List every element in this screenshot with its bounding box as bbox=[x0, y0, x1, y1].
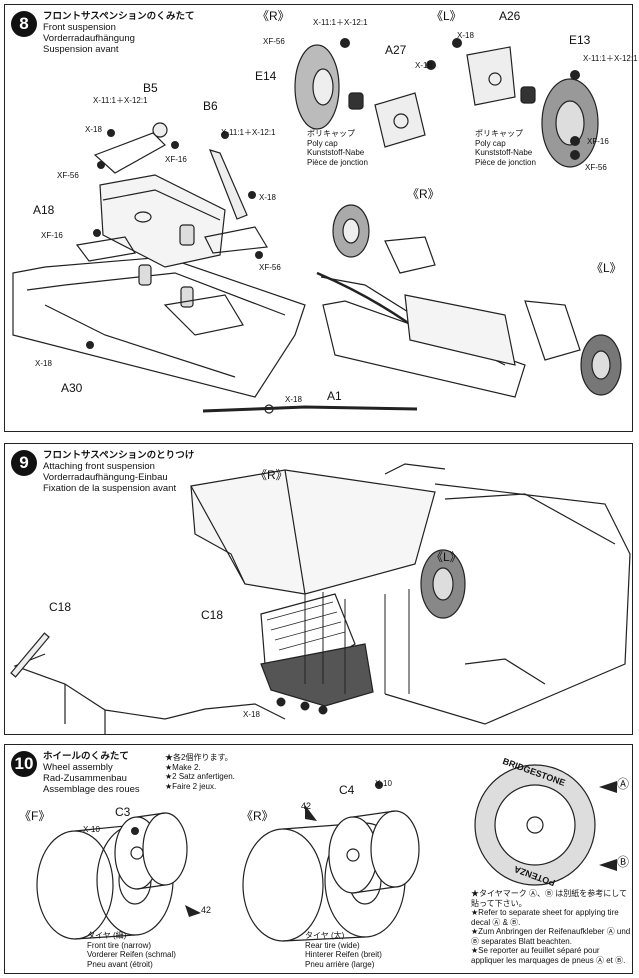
wheel-assembly-illustration bbox=[36, 764, 617, 942]
step-10-panel: 10 ホイールのくみたて Wheel assembly Rad-Zusammen… bbox=[4, 744, 633, 974]
front-label: 《F》 bbox=[19, 809, 51, 823]
paint-x18-label: X-18 bbox=[85, 125, 102, 134]
part-label-e14: E14 bbox=[255, 69, 277, 83]
step-8-panel: 8 フロントサスペンションのくみたて Front suspension Vord… bbox=[4, 4, 638, 432]
decal-b-label: Ⓑ bbox=[617, 855, 630, 869]
step-number: 10 bbox=[11, 751, 37, 777]
title-jp: フロントサスペンションのとりつけ bbox=[43, 450, 195, 461]
paint-xf56-label: XF-56 bbox=[585, 163, 607, 172]
decal-note: ★タイヤマーク Ⓐ、Ⓑ は別紙を参考にして貼って下さい。 ★Refer to s… bbox=[471, 889, 631, 965]
title-jp: フロントサスペンションのくみたて bbox=[43, 11, 195, 22]
part-label-c3: C3 bbox=[115, 805, 131, 819]
step-number: 8 bbox=[11, 11, 37, 37]
left-side-label: 《L》 bbox=[591, 261, 622, 275]
paint-x18-label: X-18 bbox=[243, 710, 260, 719]
decal-number: 42 bbox=[201, 905, 212, 915]
part-label-c4: C4 bbox=[339, 783, 355, 797]
paint-ratio-label: X-11:1＋X-12:1 bbox=[221, 128, 276, 137]
left-side-label: 《L》 bbox=[431, 550, 462, 564]
paint-x18-label: X-18 bbox=[259, 193, 276, 202]
paint-xf16-label: XF-16 bbox=[41, 231, 63, 240]
paint-ratio-label: X-11:1＋X-12:1 bbox=[93, 96, 148, 105]
step-number: 9 bbox=[11, 450, 37, 476]
title-en: Front suspension bbox=[43, 22, 116, 33]
paint-ratio-label: X-11:1＋X-12:1 bbox=[583, 54, 638, 63]
right-side-label: 《R》 bbox=[257, 9, 290, 23]
polycap-note-r: ポリキャップ Poly cap Kunststoff-Nabe Pièce de… bbox=[307, 129, 368, 167]
decal-number: 42 bbox=[301, 801, 312, 811]
decal-a-label: Ⓐ bbox=[617, 777, 630, 791]
title-de: Vorderradaufhängung bbox=[43, 33, 135, 44]
paint-x18-label: X-18 bbox=[285, 395, 302, 404]
title-en: Attaching front suspension bbox=[43, 461, 155, 472]
step-title: フロントサスペンションのくみたて Front suspension Vorder… bbox=[43, 11, 195, 55]
part-label-b5: B5 bbox=[143, 81, 158, 95]
front-tire-note: タイヤ (細) Front tire (narrow) Vorderer Rei… bbox=[87, 931, 176, 969]
title-en: Wheel assembly bbox=[43, 762, 113, 773]
paint-ratio-label: X-11:1＋X-12:1 bbox=[313, 18, 368, 27]
part-label-a18: A18 bbox=[33, 203, 55, 217]
paint-x10-label: X-10 bbox=[83, 825, 100, 834]
title-fr: Assemblage des roues bbox=[43, 784, 140, 795]
polycap-note-l: ポリキャップ Poly cap Kunststoff-Nabe Pièce de… bbox=[475, 129, 536, 167]
front-suspension-illustration bbox=[12, 38, 622, 414]
title-fr: Suspension avant bbox=[43, 44, 119, 55]
paint-xf56-label: XF-56 bbox=[57, 171, 79, 180]
title-de: Vorderradaufhängung-Einbau bbox=[43, 472, 168, 483]
make-two-note: ★各2個作ります。 ★Make 2. ★2 Satz anfertigen. ★… bbox=[165, 753, 235, 791]
part-label-a26: A26 bbox=[499, 9, 521, 23]
part-label-a30: A30 bbox=[61, 381, 83, 395]
paint-xf56-label: XF-56 bbox=[259, 263, 281, 272]
right-side-label: 《R》 bbox=[255, 468, 288, 482]
paint-x18-label: X-18 bbox=[415, 61, 432, 70]
part-label-c18: C18 bbox=[201, 608, 224, 622]
part-label-b6: B6 bbox=[203, 99, 218, 113]
paint-xf16-label: XF-16 bbox=[587, 137, 609, 146]
part-label-e13: E13 bbox=[569, 33, 591, 47]
part-label-a1: A1 bbox=[327, 389, 342, 403]
step-9-panel: 9 フロントサスペンションのとりつけ Attaching front suspe… bbox=[4, 443, 633, 735]
left-side-label: 《L》 bbox=[431, 9, 462, 23]
rear-tire-note: タイヤ (太) Rear tire (wide) Hinterer Reifen… bbox=[305, 931, 382, 969]
right-side-label: 《R》 bbox=[407, 187, 440, 201]
title-jp: ホイールのくみたて bbox=[43, 751, 129, 762]
title-de: Rad-Zusammenbau bbox=[43, 773, 127, 784]
step-title: フロントサスペンションのとりつけ Attaching front suspens… bbox=[43, 450, 194, 494]
step-title: ホイールのくみたて Wheel assembly Rad-Zusammenbau… bbox=[43, 751, 140, 795]
paint-x18-label: X-18 bbox=[35, 359, 52, 368]
paint-x10-label: X-10 bbox=[375, 779, 392, 788]
title-fr: Fixation de la suspension avant bbox=[43, 483, 177, 494]
part-label-a27: A27 bbox=[385, 43, 407, 57]
attach-suspension-illustration bbox=[10, 463, 631, 734]
part-label-c18: C18 bbox=[49, 600, 72, 614]
paint-xf56-label: XF-56 bbox=[263, 37, 285, 46]
rear-label: 《R》 bbox=[241, 809, 274, 823]
paint-xf16-label: XF-16 bbox=[165, 155, 187, 164]
paint-x18-label: X-18 bbox=[457, 31, 474, 40]
